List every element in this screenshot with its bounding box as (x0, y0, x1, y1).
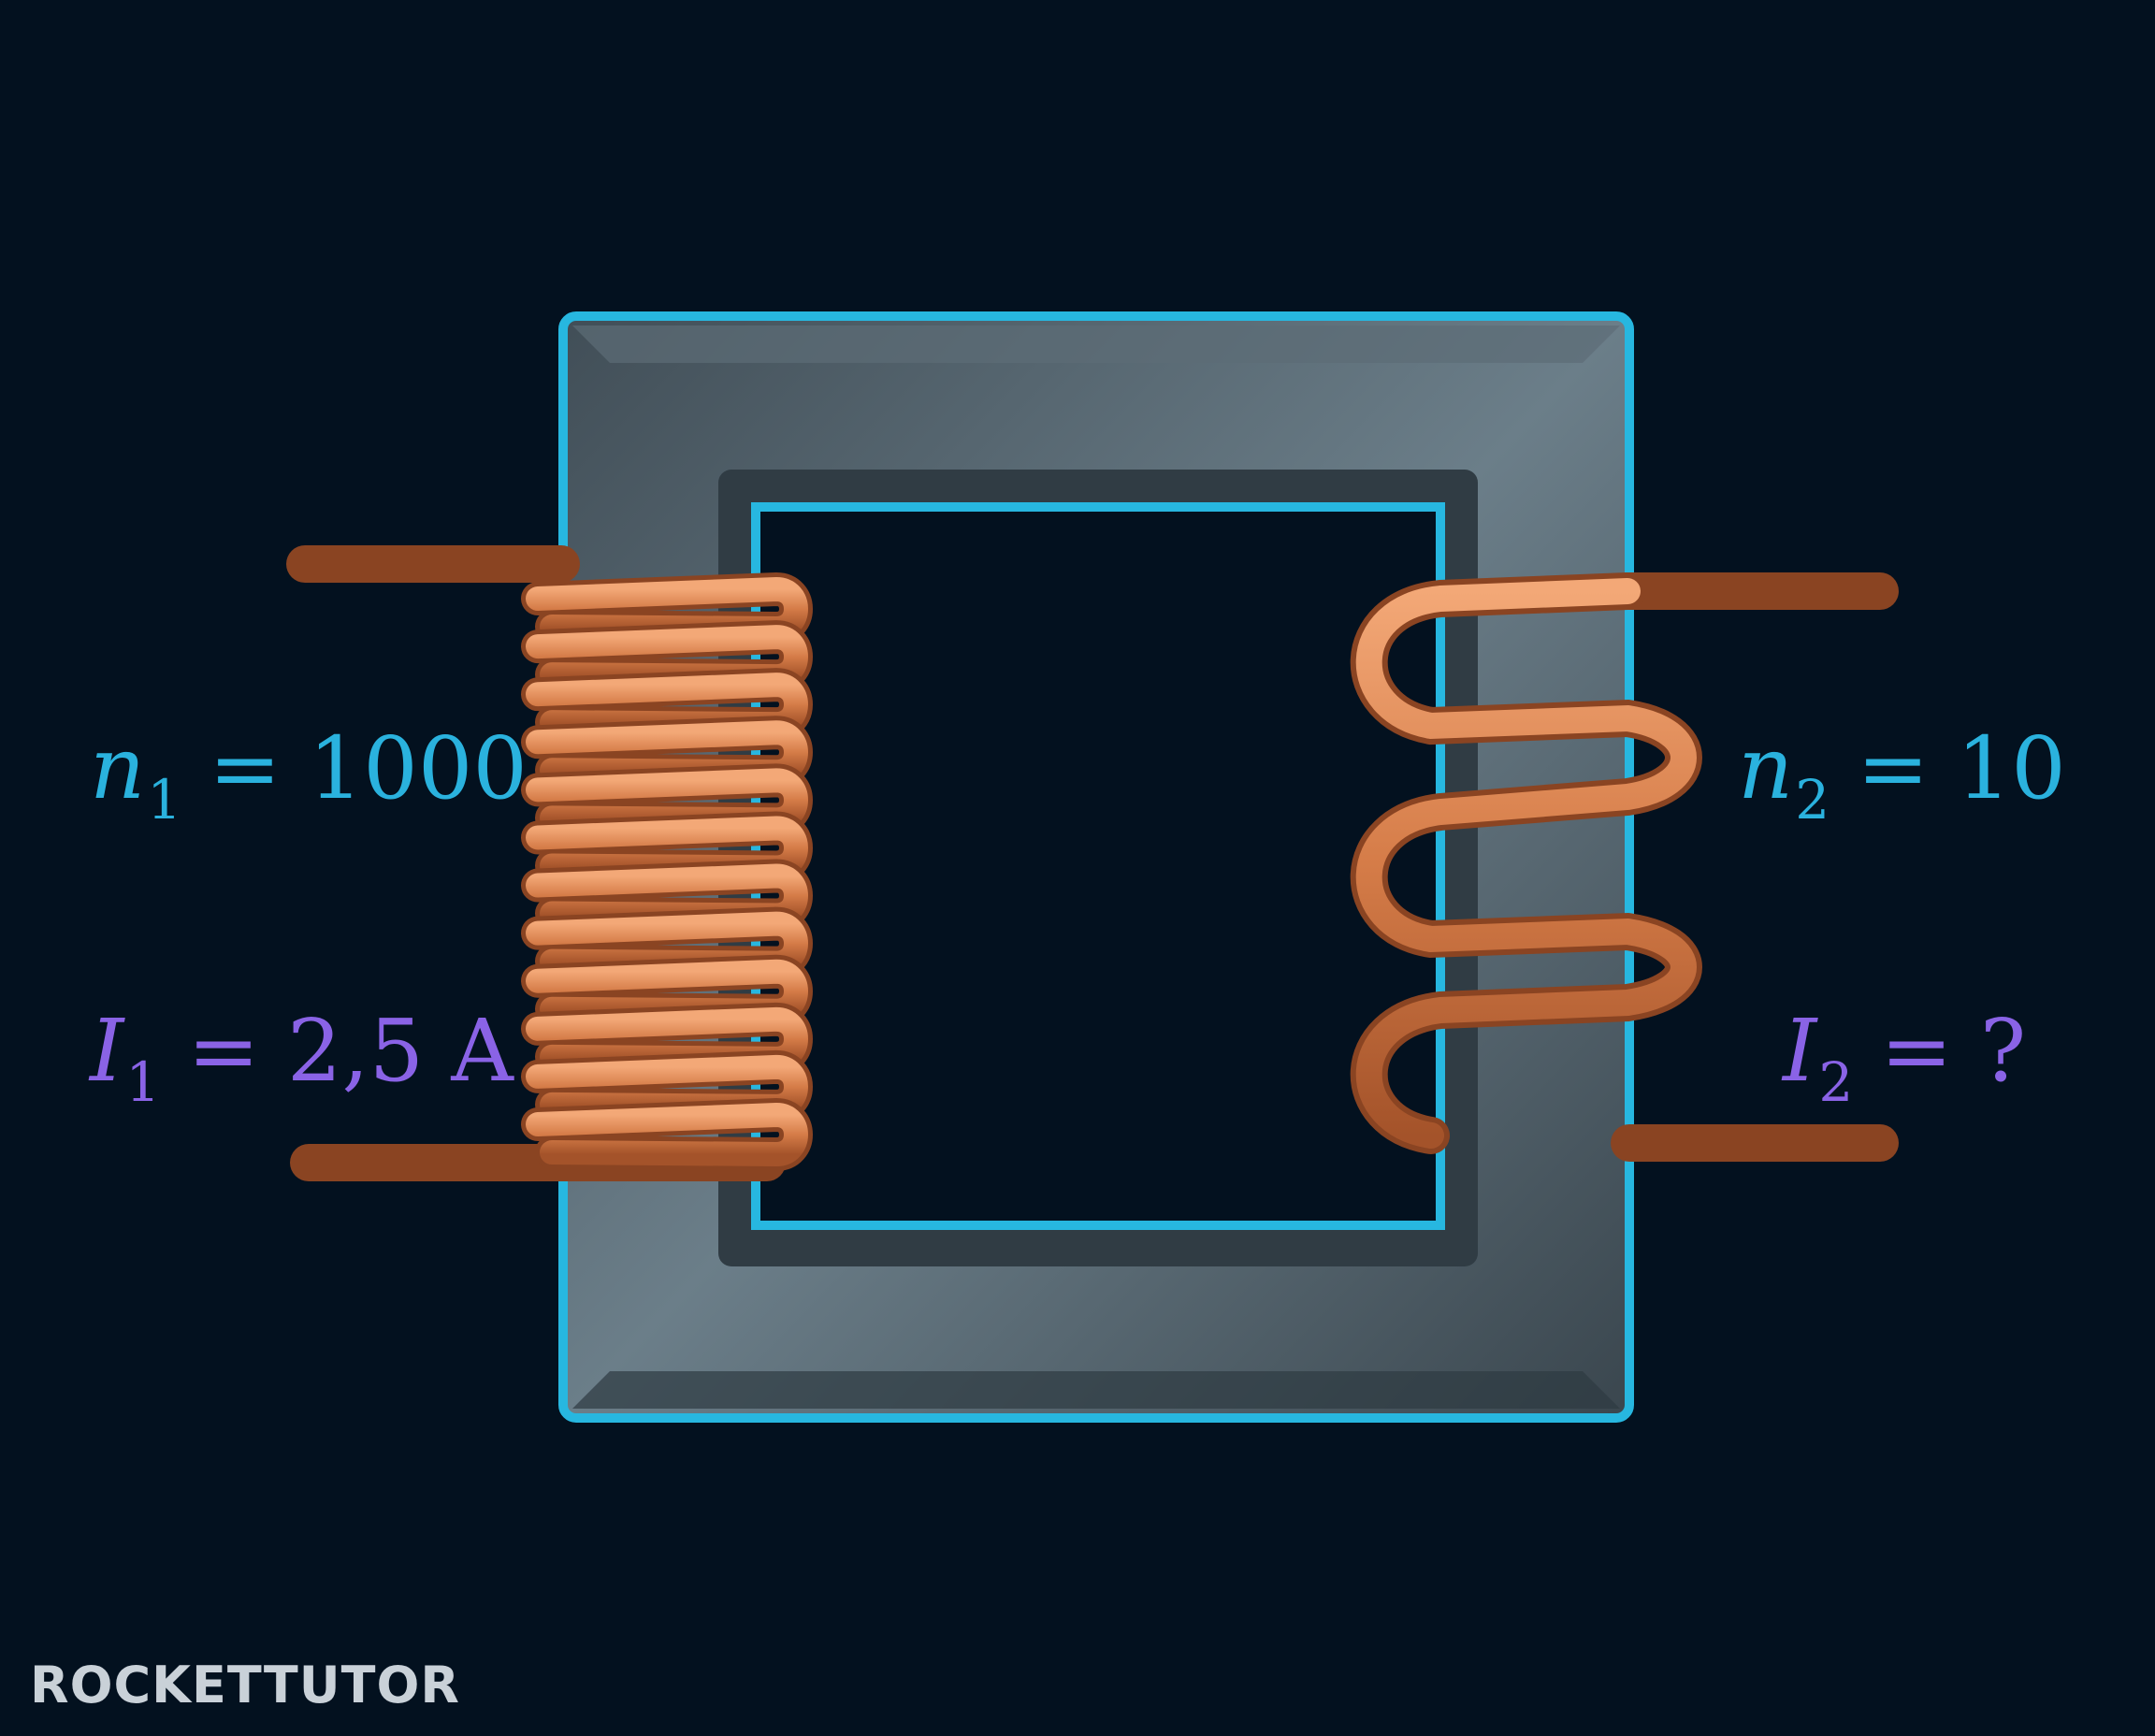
primary-turns-label: n1 = 1000 (90, 718, 528, 832)
rockettutor-logo: ROCKETTUTOR (30, 1656, 460, 1714)
primary-winding (286, 545, 813, 1181)
secondary-turns-label: n2 = 10 (1738, 718, 2066, 832)
secondary-winding (1350, 572, 1899, 1162)
primary-coil-turn-highlight (526, 1102, 808, 1167)
primary-current-label: I1 = 2,5 A (90, 1001, 513, 1114)
secondary-current-label: I2 = ? (1783, 1001, 2027, 1114)
